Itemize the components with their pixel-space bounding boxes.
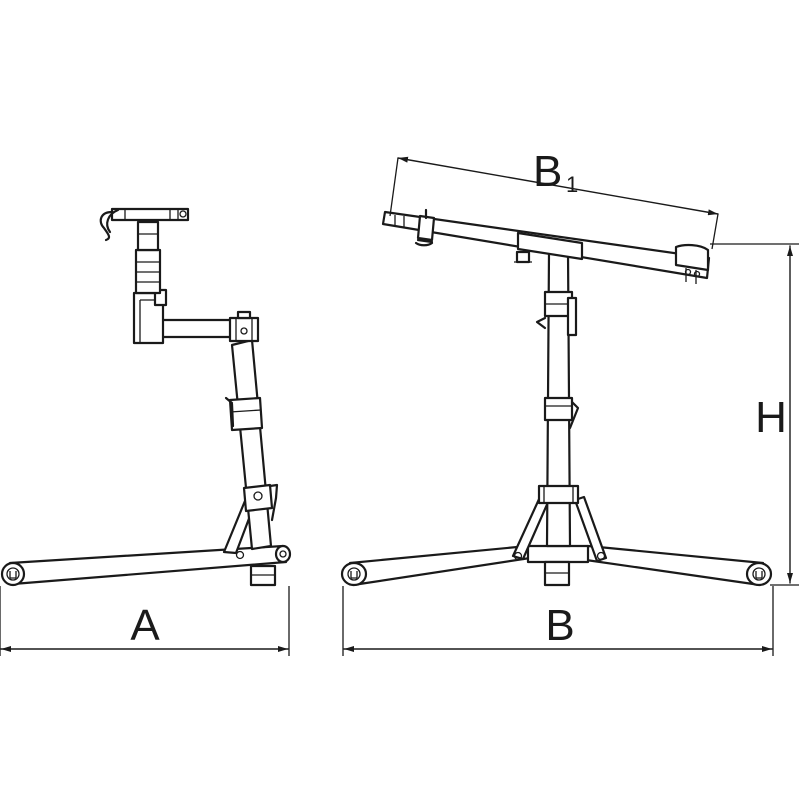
side-column [224, 338, 279, 551]
front-head-bar [381, 208, 711, 284]
front-struts [511, 495, 608, 563]
label-h: H [755, 393, 787, 442]
dimension-labels: A B H B 1 [130, 147, 787, 650]
dimension-lines [0, 156, 799, 656]
front-view [340, 208, 773, 587]
side-base-leg [0, 544, 292, 587]
front-column [535, 250, 580, 548]
label-a: A [130, 601, 160, 650]
side-arm [148, 310, 260, 343]
label-b: B [545, 601, 574, 650]
label-b1-subscript: 1 [566, 172, 578, 197]
front-legs [340, 544, 773, 587]
label-b1: B [533, 147, 562, 196]
side-head-clamp [99, 207, 190, 345]
side-view [0, 207, 292, 587]
